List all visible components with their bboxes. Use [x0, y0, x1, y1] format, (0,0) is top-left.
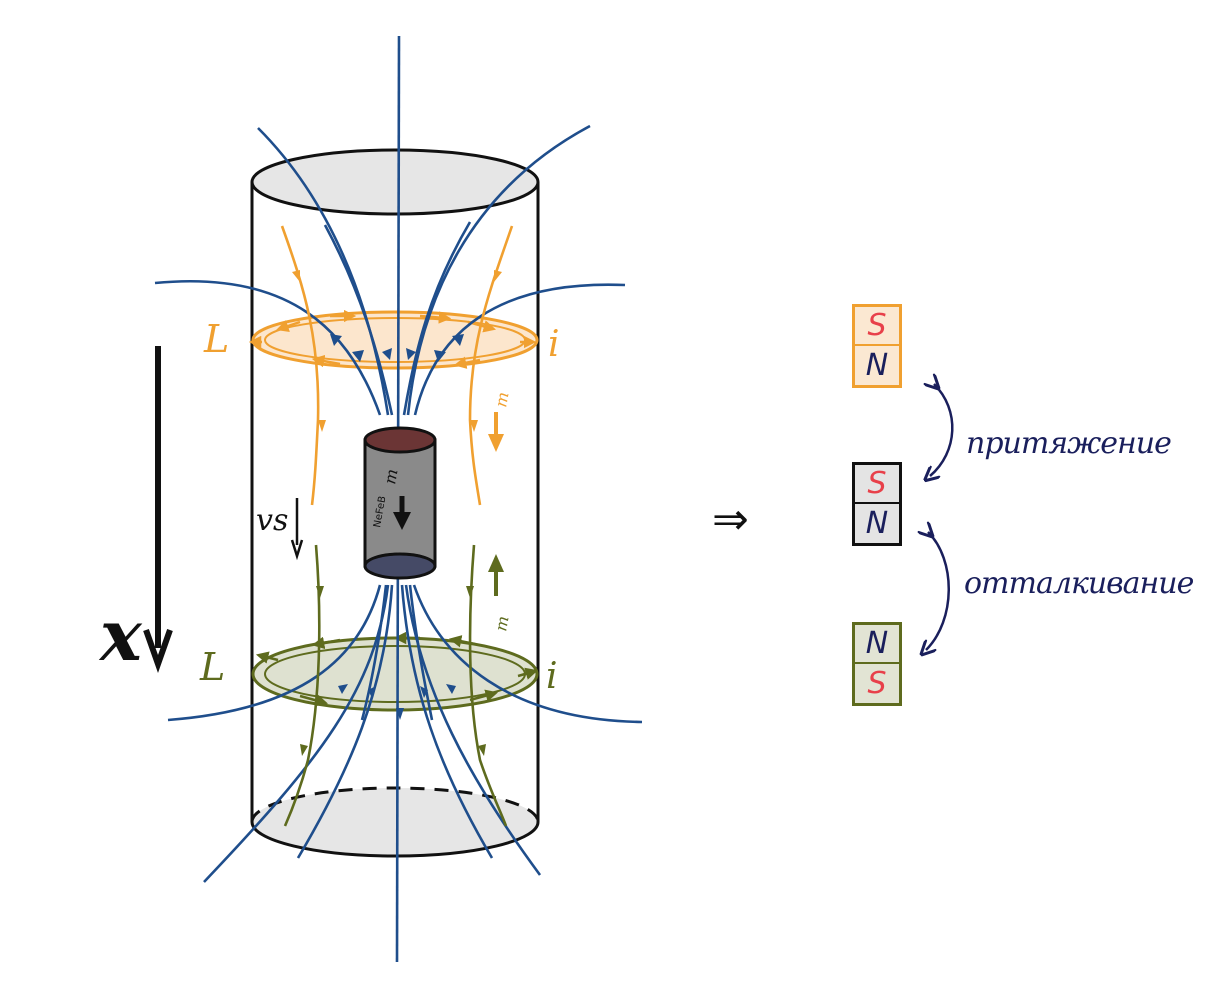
field-line: [406, 124, 591, 416]
magnet-inscription: NeFeB: [372, 495, 388, 528]
velocity-label: vs: [256, 503, 288, 538]
velocity-arrow: vs: [256, 498, 304, 561]
field-line-arrows: [330, 334, 464, 720]
x-axis-label: x: [98, 594, 143, 677]
legend-magnet-top: S N: [852, 304, 902, 388]
x-axis-arrow: x: [98, 346, 173, 677]
upper-moment-label: m: [491, 390, 512, 408]
field-line: [400, 584, 494, 859]
field-line: [360, 584, 388, 721]
field-line: [257, 127, 390, 416]
lower-ring-field-arrows: [300, 586, 486, 756]
attraction-label: притяжение: [966, 426, 1172, 461]
legend-middle-pole-lower: N: [865, 506, 889, 541]
upper-ring-current-label: i: [548, 324, 560, 365]
tube-bottom-face: [252, 788, 538, 856]
legend-middle-pole-upper: S: [855, 465, 899, 504]
field-line: [412, 584, 643, 724]
magnet-moment-label: m: [380, 467, 401, 485]
upper-ring: [248, 309, 539, 370]
legend-magnet-bottom: N S: [852, 622, 902, 706]
neodymium-magnet: NeFeB m: [363, 426, 437, 580]
field-line: [167, 584, 382, 722]
field-line: [296, 584, 394, 859]
legend-bottom-pole-lower: S: [867, 666, 887, 701]
field-line: [323, 224, 394, 416]
legend-magnet-middle: S N: [852, 462, 902, 546]
lower-ring-current-label: i: [546, 656, 558, 697]
field-line: [404, 584, 542, 876]
tube-cylinder: [250, 148, 540, 858]
lower-ring-inductance-label: L: [199, 645, 225, 689]
magnetic-field-lines: [154, 35, 643, 963]
field-line: [154, 280, 382, 416]
upper-moment-arrow: m: [488, 390, 513, 452]
upper-ring-field-arrows: [292, 270, 502, 432]
field-line: [402, 221, 472, 416]
lower-moment-label: m: [491, 614, 512, 632]
upper-ring-inductance-label: L: [203, 317, 229, 361]
implies-arrow: ⇒: [712, 494, 749, 545]
legend-top-pole-lower: N: [865, 348, 889, 383]
legend-top-pole-upper: S: [855, 307, 899, 346]
lower-ring-field: [283, 544, 508, 827]
repulsion-arrow: [926, 532, 950, 650]
field-line: [413, 283, 626, 416]
repulsion-label: отталкивание: [964, 566, 1194, 601]
lower-ring: [251, 631, 539, 712]
attraction-arrow: [930, 384, 954, 476]
field-line: [408, 584, 434, 721]
legend-bottom-pole-upper: N: [855, 625, 899, 664]
tube-top-face: [250, 148, 540, 216]
lower-moment-arrow: m: [488, 554, 513, 633]
